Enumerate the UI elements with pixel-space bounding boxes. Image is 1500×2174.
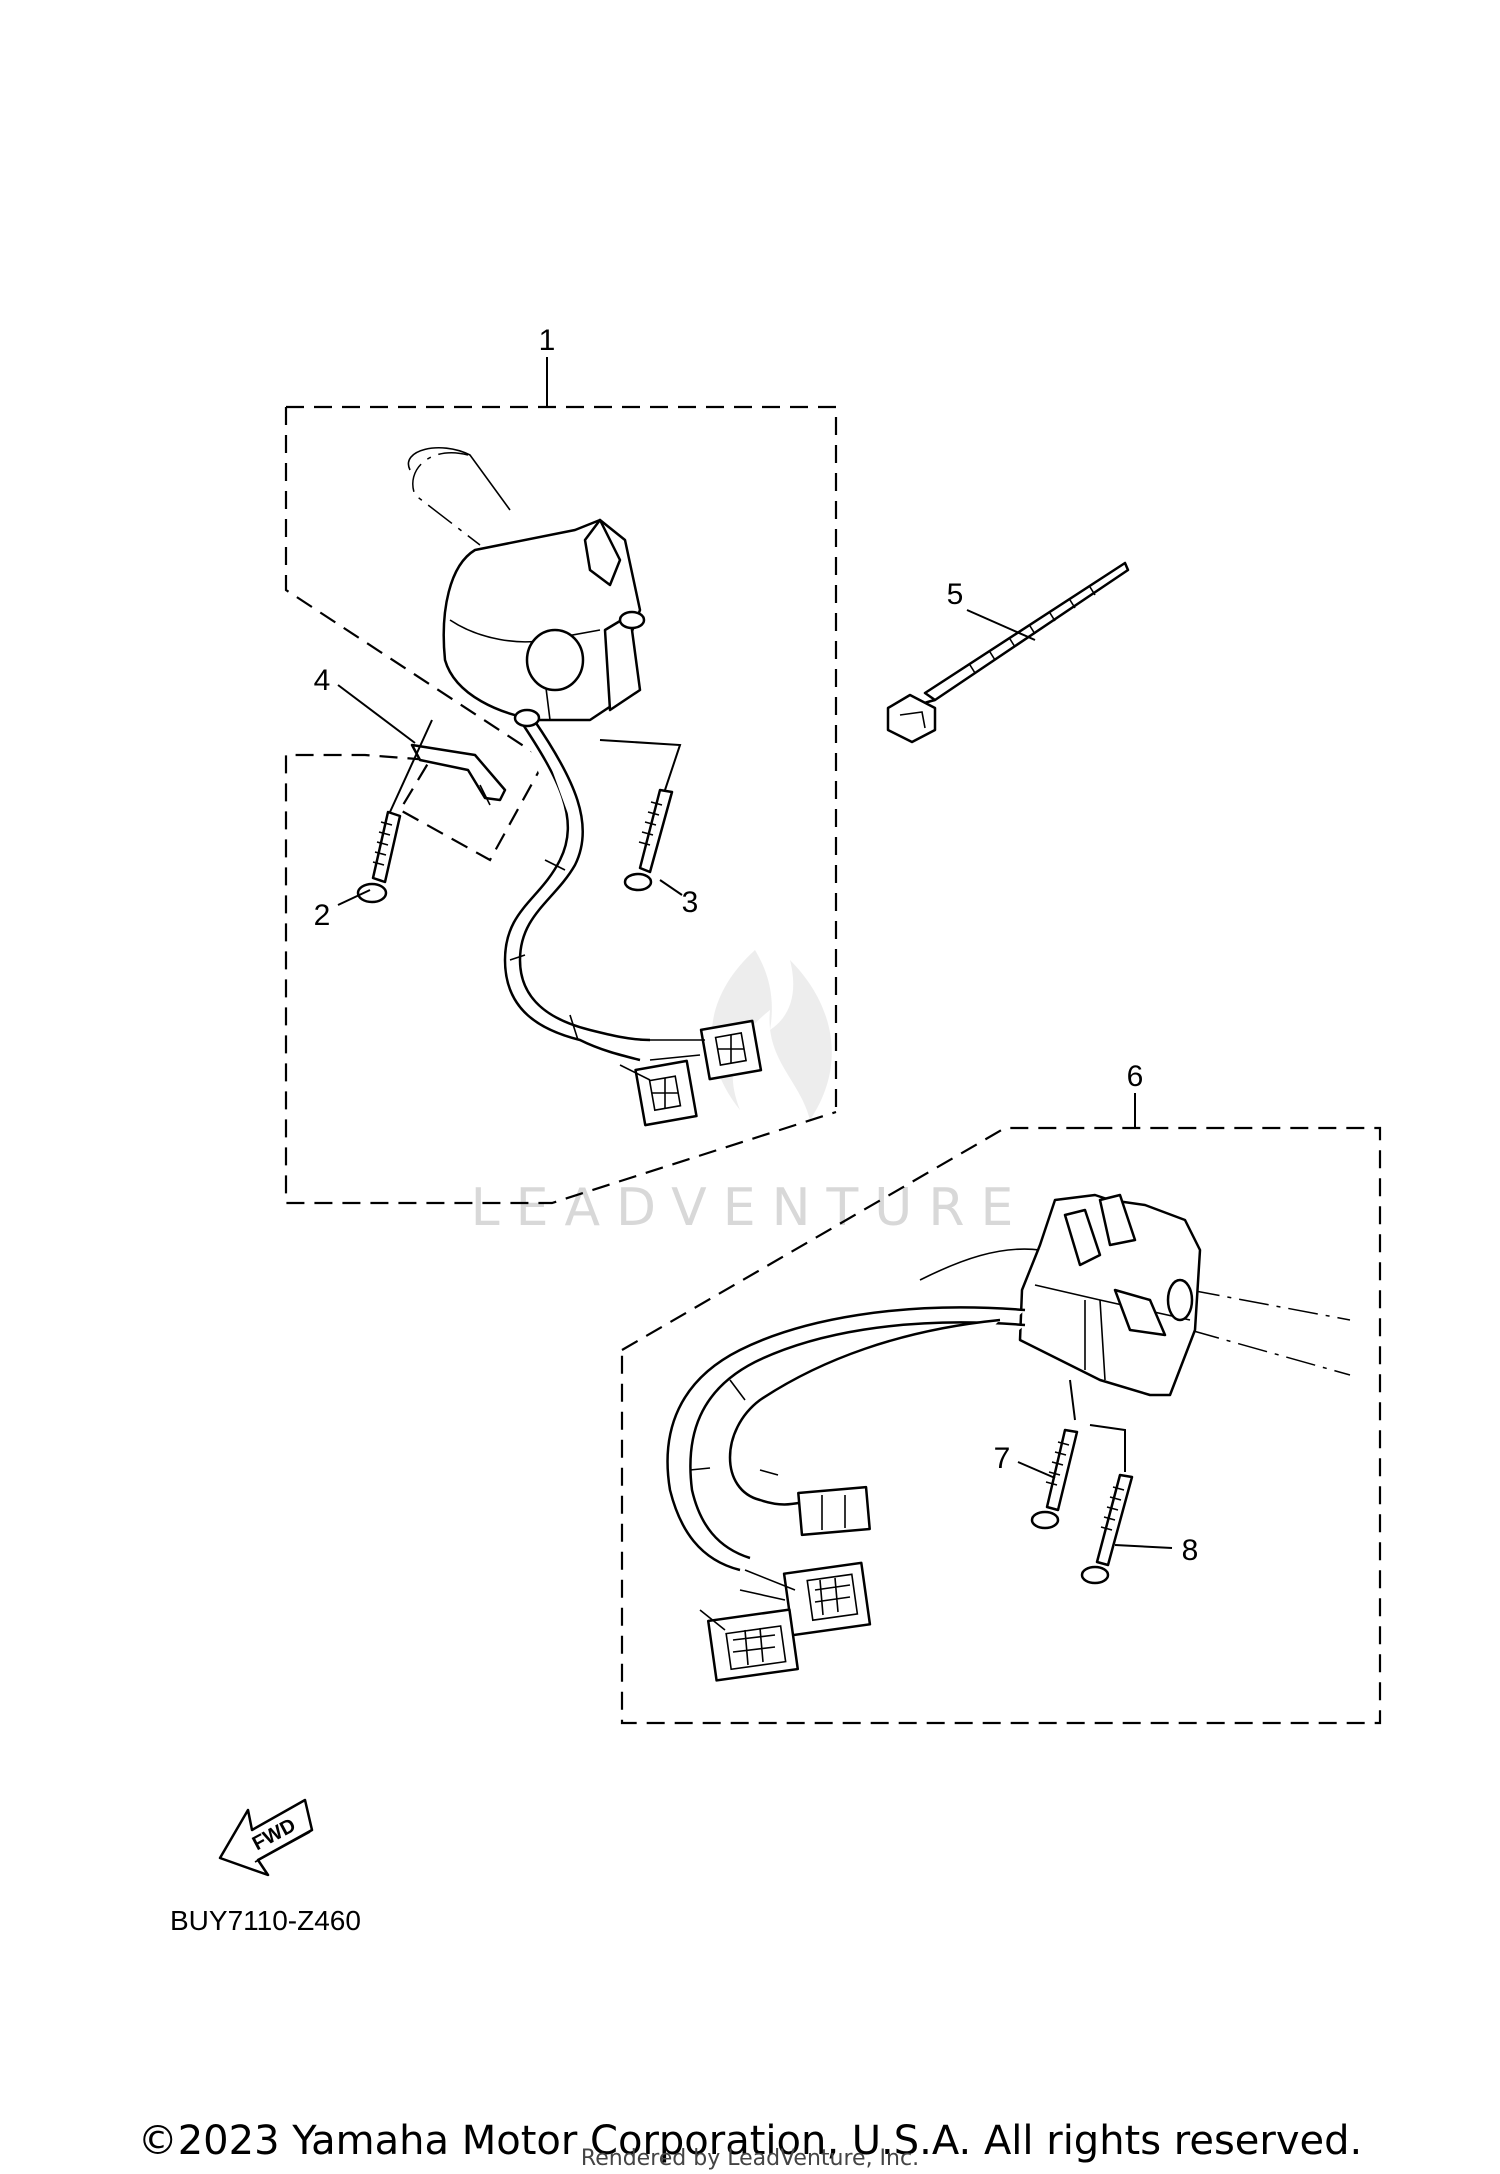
rendered-by-note: Rendered by LeadVenture, Inc. xyxy=(580,2146,920,2171)
callout-3: 3 xyxy=(682,886,699,919)
callout-7: 7 xyxy=(994,1442,1011,1475)
callout-6: 6 xyxy=(1127,1060,1144,1093)
assembly-1-left-switch xyxy=(284,357,838,1205)
cable-tie-5 xyxy=(886,561,1130,744)
connector-d xyxy=(782,1561,872,1637)
watermark-flame-icon xyxy=(711,950,832,1120)
screw-2 xyxy=(356,810,402,904)
callout-4: 4 xyxy=(314,664,331,697)
screw-7 xyxy=(1030,1428,1079,1530)
callout-1: 1 xyxy=(539,324,556,357)
screw-8 xyxy=(1080,1473,1134,1585)
forward-direction-indicator: FWD xyxy=(218,1798,314,1877)
assembly-6-right-switch xyxy=(620,1093,1382,1725)
screw-3 xyxy=(623,788,674,892)
fwd-arrow-icon xyxy=(218,1798,314,1877)
connector-b xyxy=(634,1059,698,1127)
diagram-code: BUY7110-Z460 xyxy=(170,1905,361,1936)
watermark-text: LEADVENTURE xyxy=(471,1178,1030,1238)
copyright-notice: ©2023 Yamaha Motor Corporation, U.S.A. A… xyxy=(137,2118,1363,2164)
callout-5: 5 xyxy=(947,578,964,611)
connector-a xyxy=(699,1019,763,1081)
callout-2: 2 xyxy=(314,899,331,932)
connector-e xyxy=(706,1608,800,1682)
watermark: LEADVENTURE xyxy=(471,950,1030,1238)
callout-8: 8 xyxy=(1182,1534,1199,1567)
connector-c xyxy=(797,1485,871,1537)
